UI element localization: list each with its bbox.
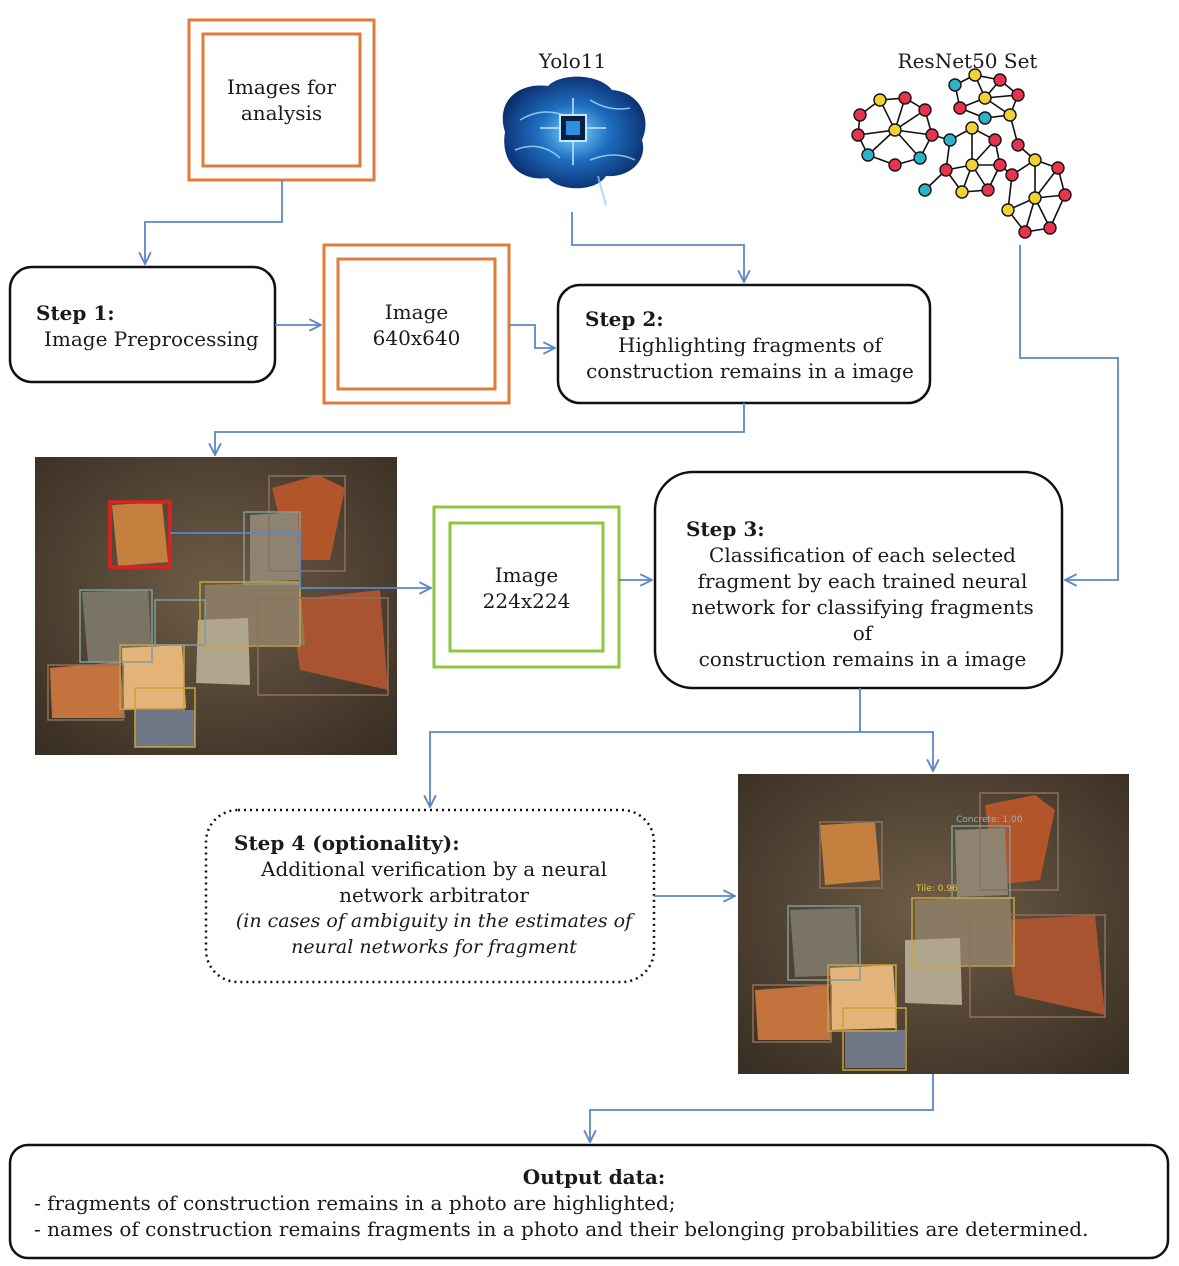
image-640-label-line2: 640x640	[372, 326, 461, 350]
step3-line3: network for classifying fragments of	[691, 595, 1034, 645]
classified-tag-tile: Tile: 0.96	[916, 884, 958, 894]
input-images-label-line1: Images for	[226, 75, 337, 99]
step1-body: Image Preprocessing	[44, 327, 259, 351]
image-224-label-line1: Image	[494, 563, 559, 587]
step3-title: Step 3:	[686, 517, 765, 541]
brain-chip-icon	[502, 76, 646, 206]
image-224-label-line2: 224x224	[482, 589, 571, 613]
step3-line4: construction remains in a image	[698, 647, 1027, 671]
output-box	[8, 1143, 1170, 1260]
input-images-label-line2: analysis	[240, 101, 323, 125]
step3-box	[653, 470, 1064, 690]
step2-text: Step 2: Highlighting fragments of constr…	[585, 306, 915, 384]
classified-tag-concrete: Concrete: 1.00	[956, 815, 1023, 825]
step2-line2: construction remains in a image	[586, 359, 914, 383]
step2-line1: Highlighting fragments of	[618, 333, 882, 357]
step4-line3: (in cases of ambiguity in the estimates …	[235, 910, 633, 932]
output-title: Output data:	[522, 1165, 666, 1189]
image-224-label: Image 224x224	[450, 562, 603, 614]
image-640-label-line1: Image	[384, 300, 449, 324]
step4-title: Step 4 (optionality):	[234, 831, 460, 855]
detected-fragments-photo	[35, 457, 397, 755]
step2-title: Step 2:	[585, 307, 664, 331]
image-640-label: Image 640x640	[338, 299, 495, 351]
flow-arrows	[145, 180, 1119, 1142]
step4-line2: network arbitrator	[339, 883, 529, 907]
step3-line1: Classification of each selected	[709, 543, 1016, 567]
step4-line4: neural networks for fragment	[291, 936, 577, 958]
classified-fragments-photo	[738, 774, 1129, 1074]
output-line2: - names of construction remains fragment…	[34, 1217, 1089, 1241]
image-224-box	[432, 505, 621, 669]
step1-text: Step 1: Image Preprocessing	[36, 300, 266, 352]
step4-box	[204, 808, 656, 984]
resnet-label: ResNet50 Set	[897, 49, 1038, 73]
step3-line2: fragment by each trained neural	[697, 569, 1028, 593]
neural-network-graph-icon	[851, 68, 1072, 239]
step1-title: Step 1:	[36, 301, 115, 325]
step4-text: Step 4 (optionality): Additional verific…	[234, 830, 634, 960]
step3-text: Step 3: Classification of each selected …	[680, 516, 1045, 672]
image-640-box	[322, 243, 511, 405]
output-line1: - fragments of construction remains in a…	[34, 1191, 676, 1215]
input-images-label: Images for analysis	[203, 74, 360, 126]
output-text: Output data: - fragments of construction…	[34, 1164, 1154, 1242]
step4-line1: Additional verification by a neural	[261, 857, 607, 881]
yolo-label: Yolo11	[538, 49, 607, 73]
